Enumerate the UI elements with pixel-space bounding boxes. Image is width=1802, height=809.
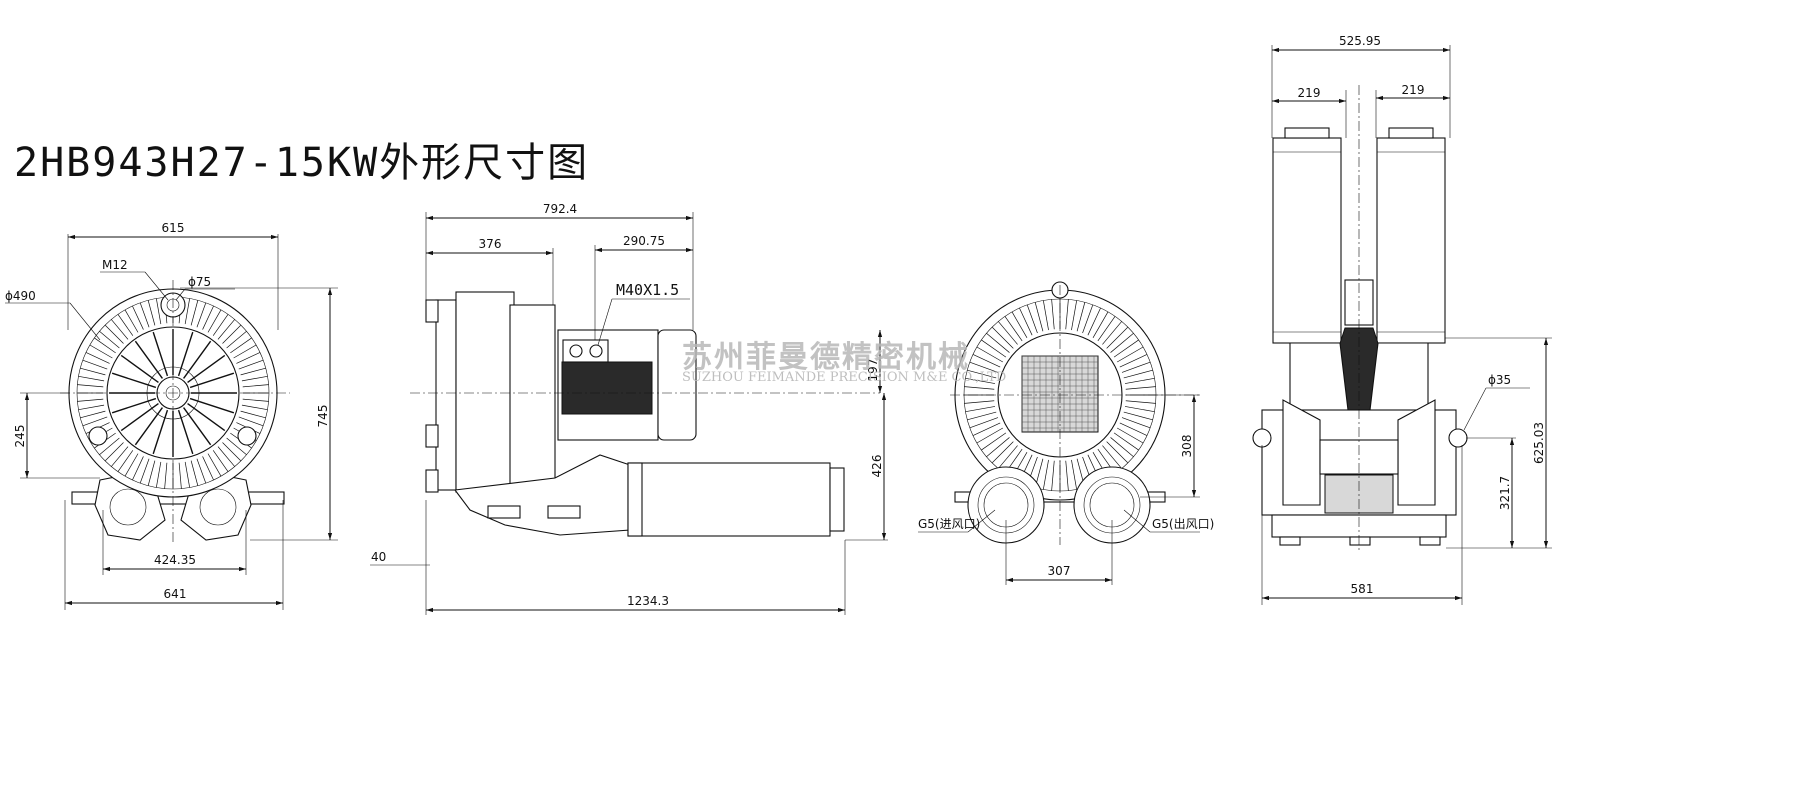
front-lug-left — [88, 426, 108, 446]
dim-side-cable-thread: M40X1.5 — [616, 281, 679, 299]
dim-front-diameter: ϕ490 — [5, 289, 36, 303]
dim-rear-height-308: 308 — [1180, 435, 1194, 458]
dim-side-height-426: 426 — [870, 455, 884, 478]
drawing-title: 2HB943H27-15KW外形尺寸图 — [14, 140, 590, 186]
dim-top-height-625: 625.03 — [1532, 422, 1546, 464]
side-view: 792.4 376 290.75 M40X1.5 197 426 40 1234… — [370, 202, 888, 615]
top-view: 525.95 219 219 ϕ35 625.03 321.7 581 — [1252, 34, 1552, 605]
dim-side-length-b: 290.75 — [623, 234, 665, 248]
watermark-company-en: SUZHOU FEIMANDE PRECISION M&E CO.,LTD — [682, 370, 1007, 385]
dim-rear-port-span: 307 — [1048, 564, 1071, 578]
dim-front-height-total: 745 — [316, 405, 330, 428]
rear-fins — [964, 299, 1156, 491]
dim-side-base-40: 40 — [371, 550, 386, 564]
top-lug-left — [1252, 428, 1272, 448]
top-silencer-right — [1376, 137, 1446, 344]
dim-top-right-219: 219 — [1402, 83, 1425, 97]
front-lug-right — [237, 426, 257, 446]
side-fin-block — [509, 304, 556, 491]
dim-front-bore: ϕ75 — [188, 275, 211, 289]
rear-outlet-label: G5(出风口) — [1152, 517, 1214, 531]
side-motor-fins — [561, 361, 653, 415]
side-motor-fan-cover — [657, 329, 697, 441]
dim-top-left-219: 219 — [1298, 86, 1321, 100]
top-silencer-left — [1272, 137, 1342, 344]
front-view: 615 ϕ490 M12 ϕ75 745 245 424.35 641 — [5, 221, 338, 610]
rear-view: 308 307 G5(进风口) G5(出风口) — [918, 281, 1214, 585]
dim-front-height-axis: 245 — [13, 425, 27, 448]
front-fins — [77, 297, 269, 489]
front-spokes — [109, 329, 237, 457]
side-end-cover — [435, 299, 457, 491]
dim-front-thread: M12 — [102, 258, 128, 272]
dim-side-length-total: 1234.3 — [627, 594, 669, 608]
dim-front-foot-span: 424.35 — [154, 553, 196, 567]
dim-side-length-top: 792.4 — [543, 202, 577, 216]
rear-inlet-label: G5(进风口) — [918, 517, 980, 531]
top-lug-right — [1448, 428, 1468, 448]
dim-top-lug: ϕ35 — [1488, 373, 1511, 387]
dim-front-width-base: 641 — [164, 587, 187, 601]
dim-top-width-total: 525.95 — [1339, 34, 1381, 48]
side-silencer — [627, 462, 831, 537]
dim-side-offset-197: 197 — [866, 359, 880, 382]
dim-side-length-a: 376 — [479, 237, 502, 251]
dim-top-height-321: 321.7 — [1498, 476, 1512, 510]
dim-front-width-top: 615 — [162, 221, 185, 235]
side-front-housing — [455, 291, 515, 493]
watermark-company-cn: 苏州菲曼德精密机械 — [682, 340, 970, 375]
dim-top-width-581: 581 — [1351, 582, 1374, 596]
